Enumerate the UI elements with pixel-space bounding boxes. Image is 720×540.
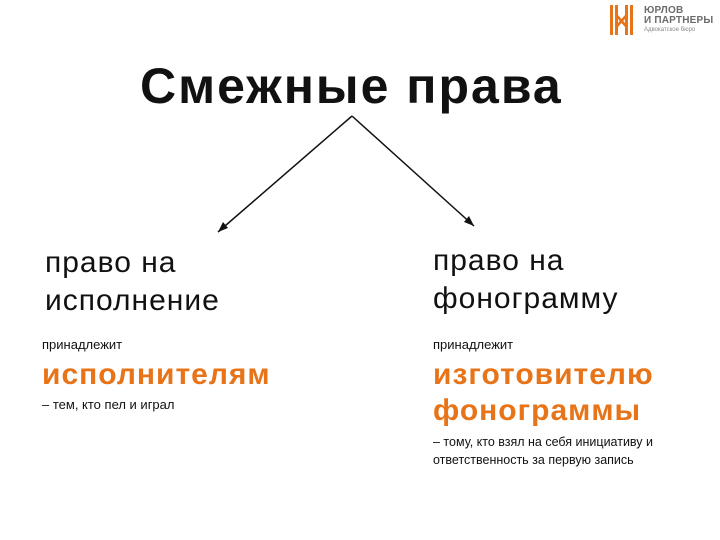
left-owner: исполнителям	[42, 358, 271, 391]
logo-mark-icon	[610, 5, 633, 35]
logo-text-line3: Адвокатское бюро	[644, 27, 696, 33]
right-belongs-label: принадлежит	[433, 337, 514, 352]
arrow-right	[351, 115, 475, 227]
right-heading: право на фонограмму	[433, 244, 619, 315]
left-belongs-label: принадлежит	[42, 337, 123, 352]
left-heading: право на исполнение	[45, 246, 220, 317]
arrow-left	[217, 115, 353, 233]
right-description: – тому, кто взял на себя инициативу и от…	[433, 435, 654, 467]
logo-text-line1: ЮРЛОВ	[644, 5, 684, 16]
logo: ЮРЛОВ И ПАРТНЕРЫ Адвокатское бюро	[606, 3, 716, 39]
arrow-right-head	[464, 216, 474, 226]
left-description: – тем, кто пел и играл	[42, 397, 175, 412]
right-owner: изготовителю фонограммы	[433, 358, 654, 427]
page-title: Смежные права	[140, 58, 563, 114]
arrow-left-head	[218, 222, 228, 232]
logo-text-line2: И ПАРТНЕРЫ	[644, 15, 714, 26]
